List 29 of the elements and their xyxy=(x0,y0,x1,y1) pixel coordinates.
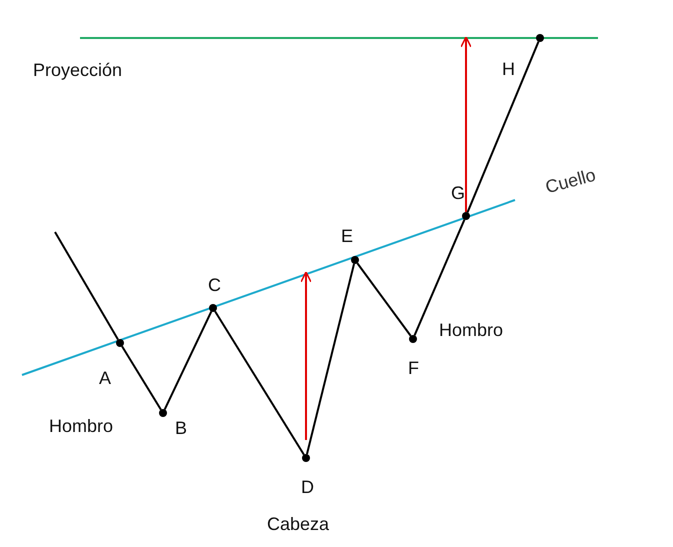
price-line xyxy=(414,219,466,336)
price-line xyxy=(164,311,212,410)
data-point xyxy=(536,34,544,42)
data-point xyxy=(462,212,470,220)
price-line xyxy=(214,310,305,456)
point-label: E xyxy=(341,227,354,245)
price-line xyxy=(356,262,412,336)
point-label: H xyxy=(502,60,515,78)
data-point xyxy=(302,454,310,462)
price-line xyxy=(306,264,356,454)
price-line xyxy=(121,346,162,410)
point-label: C xyxy=(208,276,221,294)
point-label: A xyxy=(99,369,112,387)
pattern-label: Cabeza xyxy=(267,515,330,533)
data-point xyxy=(116,339,124,347)
pattern-label: Hombro xyxy=(49,417,114,435)
price-line xyxy=(54,232,119,340)
data-point xyxy=(159,409,167,417)
data-point xyxy=(209,304,217,312)
line-label: Proyección xyxy=(33,61,122,79)
point-label: B xyxy=(175,419,188,437)
point-label: D xyxy=(301,478,314,496)
point-label: G xyxy=(451,184,466,202)
price-line xyxy=(466,41,540,213)
data-point xyxy=(409,335,417,343)
point-label: F xyxy=(408,359,419,377)
line-label: Cuello xyxy=(544,166,598,196)
data-point xyxy=(351,256,359,264)
pattern-label: Hombro xyxy=(439,321,504,339)
